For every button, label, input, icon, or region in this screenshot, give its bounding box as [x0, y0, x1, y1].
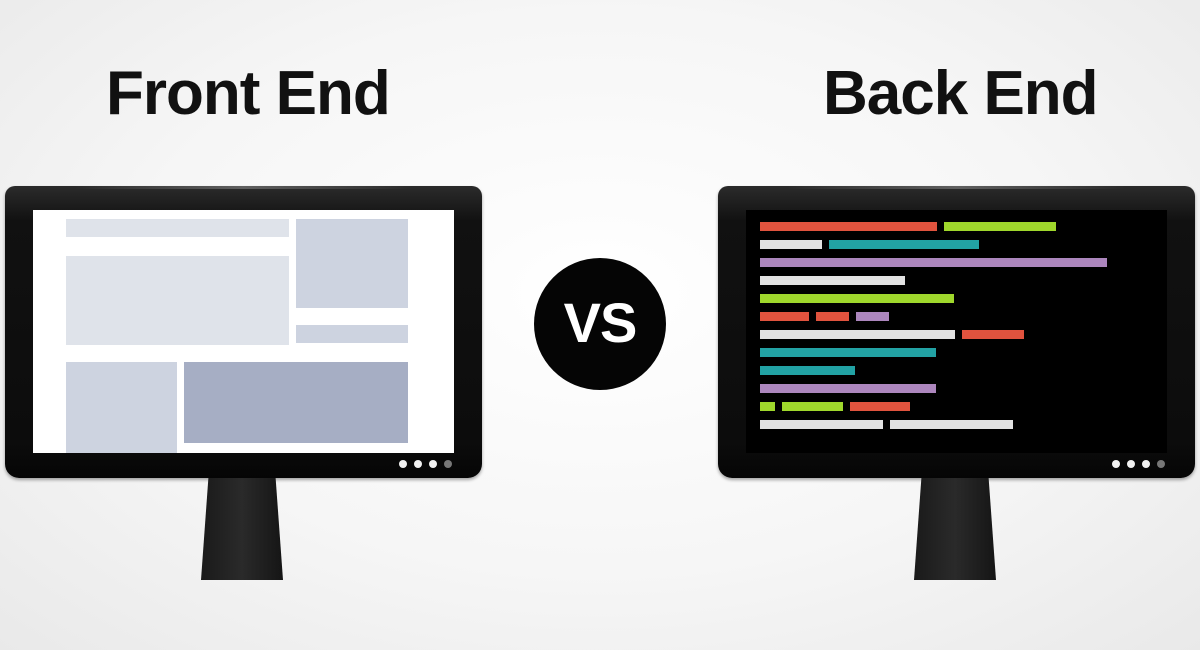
code-line	[760, 240, 979, 249]
code-segment	[890, 420, 1013, 429]
front-end-title: Front End	[106, 59, 391, 128]
code-line	[760, 294, 954, 303]
back-end-monitor	[718, 186, 1195, 580]
code-segment	[944, 222, 1056, 231]
indicator-light	[1157, 460, 1165, 468]
vs-text: VS	[563, 290, 638, 354]
indicator-light	[444, 460, 452, 468]
indicator-light	[1112, 460, 1120, 468]
indicator-light	[429, 460, 437, 468]
wireframe-image-block	[66, 362, 177, 453]
code-segment	[760, 294, 954, 303]
wireframe-feature-block	[184, 362, 408, 443]
code-line	[760, 366, 855, 375]
code-line	[760, 258, 1107, 267]
code-segment	[760, 312, 809, 321]
code-line	[760, 222, 1056, 231]
code-screen	[746, 210, 1167, 453]
code-line	[760, 276, 905, 285]
monitor-stand	[201, 478, 283, 580]
wireframe-screen	[33, 210, 454, 453]
monitor-stand	[914, 478, 996, 580]
code-segment	[760, 258, 1107, 267]
code-segment	[962, 330, 1024, 339]
monitor-bezel	[718, 186, 1195, 478]
code-segment	[760, 240, 822, 249]
code-line	[760, 348, 936, 357]
indicator-light	[399, 460, 407, 468]
indicator-lights	[399, 460, 452, 468]
wireframe-content-block	[66, 256, 289, 345]
back-end-title: Back End	[823, 59, 1099, 128]
code-line	[760, 420, 1013, 429]
code-segment	[760, 348, 936, 357]
code-line	[760, 330, 1024, 339]
code-segment	[760, 402, 775, 411]
vs-badge: VS	[534, 258, 666, 390]
front-end-monitor	[5, 186, 482, 580]
indicator-lights	[1112, 460, 1165, 468]
code-segment	[760, 384, 936, 393]
code-segment	[760, 420, 883, 429]
code-segment	[816, 312, 849, 321]
code-segment	[760, 366, 855, 375]
code-segment	[856, 312, 889, 321]
monitor-bezel	[5, 186, 482, 478]
code-segment	[782, 402, 843, 411]
code-segment	[829, 240, 979, 249]
indicator-light	[1127, 460, 1135, 468]
code-segment	[760, 276, 905, 285]
wireframe-sidebar-strip	[296, 325, 408, 343]
code-segment	[760, 222, 937, 231]
code-segment	[850, 402, 910, 411]
indicator-light	[414, 460, 422, 468]
code-line	[760, 384, 936, 393]
code-line	[760, 402, 910, 411]
wireframe-header-block	[66, 219, 289, 237]
indicator-light	[1142, 460, 1150, 468]
code-segment	[760, 330, 955, 339]
code-line	[760, 312, 889, 321]
wireframe-sidebar-block	[296, 219, 408, 308]
